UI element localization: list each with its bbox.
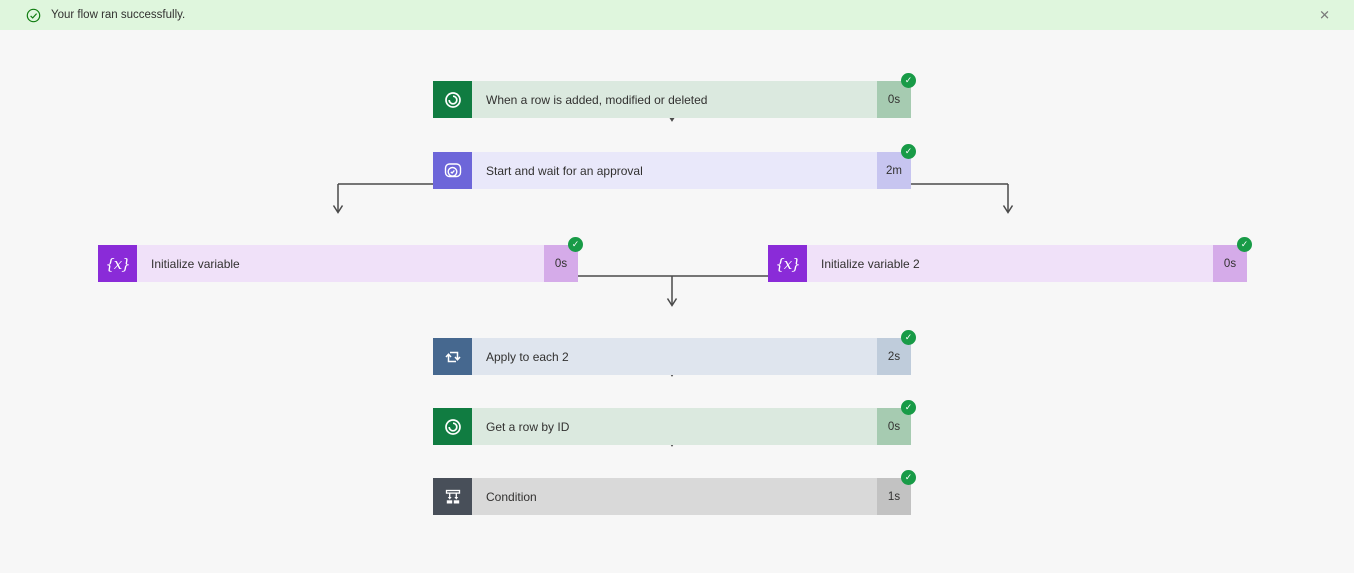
dataverse-icon <box>433 408 472 445</box>
flow-node-initialize-variable-2[interactable]: {x} Initialize variable 2 0s ✓ <box>768 237 1252 282</box>
node-duration: 2s <box>877 338 911 375</box>
status-check-icon: ✓ <box>901 73 916 88</box>
close-icon[interactable]: ✕ <box>1319 7 1330 23</box>
flow-node-apply-to-each[interactable]: Apply to each 2 2s ✓ <box>433 330 916 375</box>
status-check-icon: ✓ <box>1237 237 1252 252</box>
variable-icon: {x} <box>768 245 807 282</box>
status-check-icon: ✓ <box>901 400 916 415</box>
node-label: Start and wait for an approval <box>472 152 877 189</box>
node-label: Apply to each 2 <box>472 338 877 375</box>
variable-icon: {x} <box>98 245 137 282</box>
banner-message: Your flow ran successfully. <box>51 9 186 21</box>
status-check-icon: ✓ <box>901 144 916 159</box>
flow-node-get-row-by-id[interactable]: Get a row by ID 0s ✓ <box>433 400 916 445</box>
node-label: Initialize variable 2 <box>807 245 1213 282</box>
status-check-icon: ✓ <box>901 470 916 485</box>
flow-node-initialize-variable[interactable]: {x} Initialize variable 0s ✓ <box>98 237 583 282</box>
status-check-icon: ✓ <box>568 237 583 252</box>
condition-icon <box>433 478 472 515</box>
node-label: Initialize variable <box>137 245 544 282</box>
node-label: When a row is added, modified or deleted <box>472 81 877 118</box>
flow-node-trigger[interactable]: When a row is added, modified or deleted… <box>433 73 916 118</box>
flow-run-canvas: When a row is added, modified or deleted… <box>0 30 1354 573</box>
node-label: Get a row by ID <box>472 408 877 445</box>
flow-node-condition[interactable]: Condition 1s ✓ <box>433 470 916 515</box>
dataverse-icon <box>433 81 472 118</box>
success-banner: Your flow ran successfully. ✕ <box>0 0 1354 30</box>
flow-node-approval[interactable]: Start and wait for an approval 2m ✓ <box>433 144 916 189</box>
status-check-icon: ✓ <box>901 330 916 345</box>
success-check-icon <box>26 8 41 23</box>
apply-to-each-icon <box>433 338 472 375</box>
node-label: Condition <box>472 478 877 515</box>
approvals-icon <box>433 152 472 189</box>
